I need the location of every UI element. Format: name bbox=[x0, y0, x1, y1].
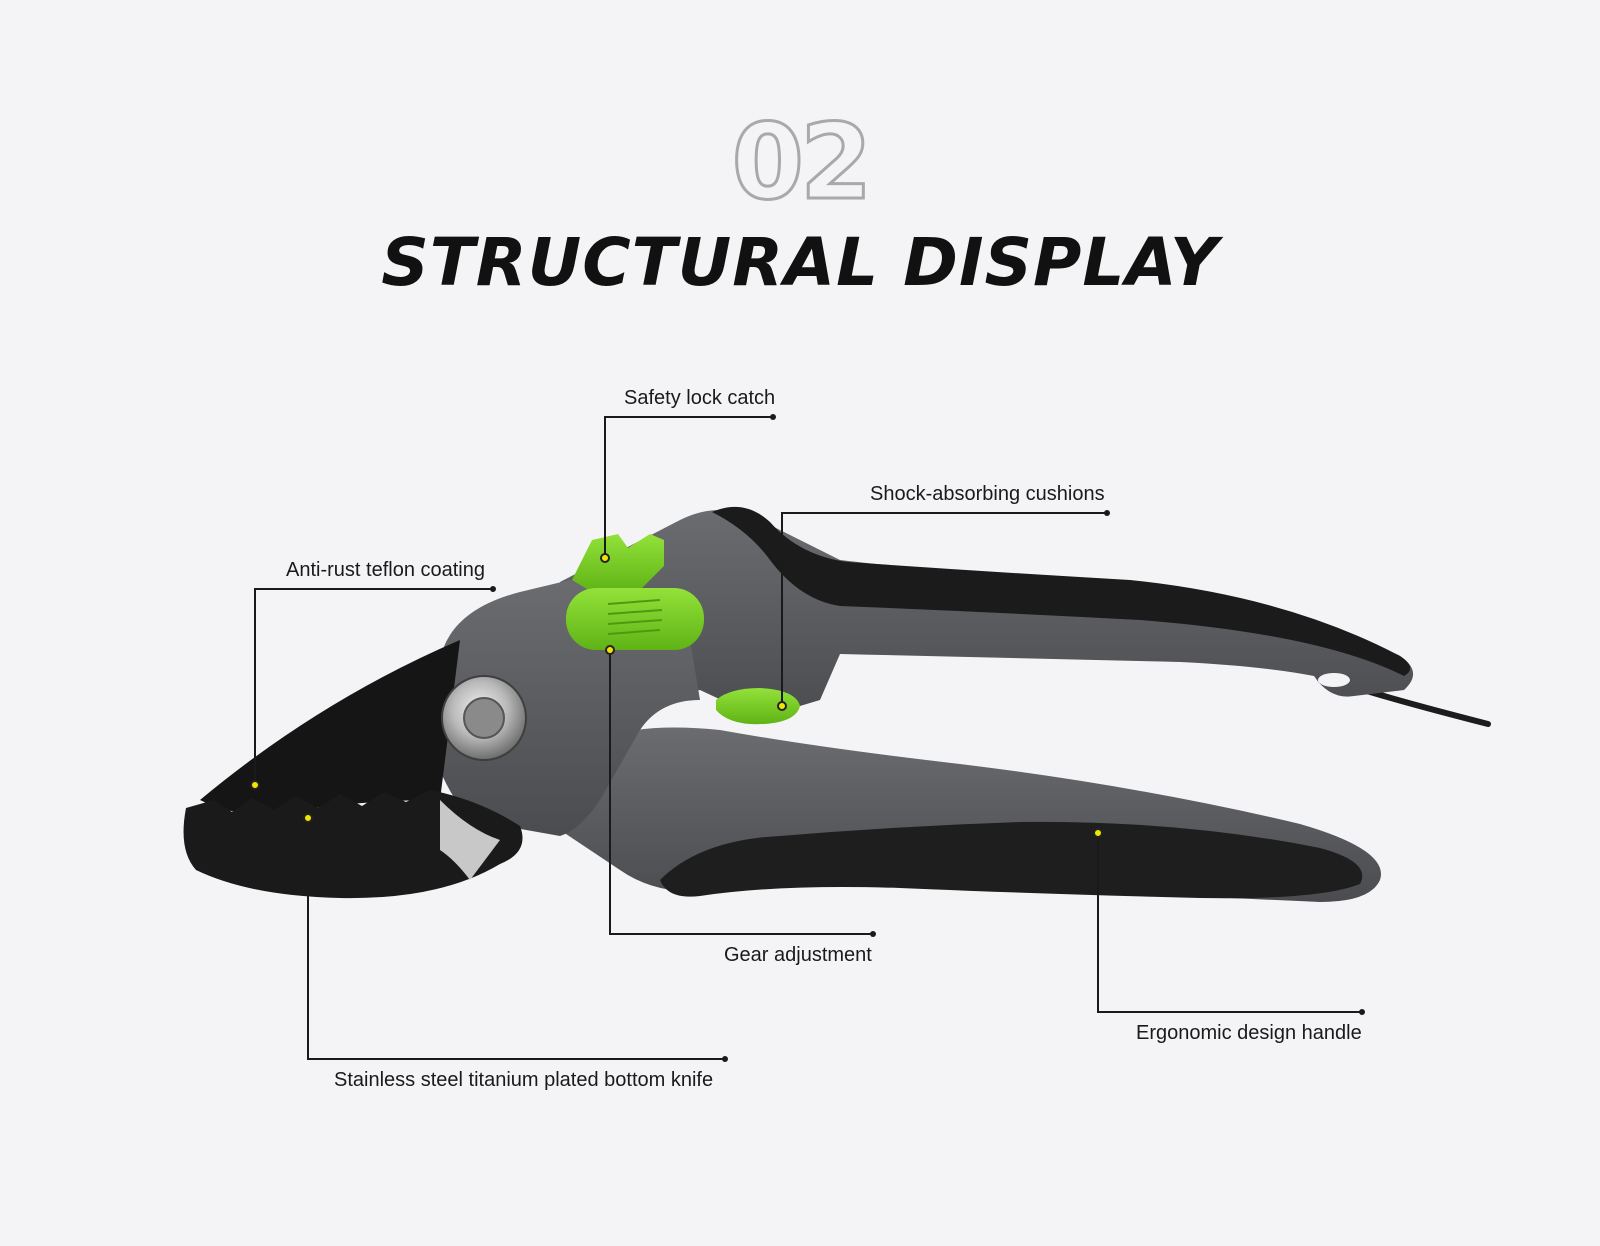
leader-end-dots bbox=[490, 414, 1365, 1062]
gear-adjustment-slider bbox=[566, 588, 704, 650]
leader-ergonomic-handle bbox=[1097, 833, 1362, 1013]
label-safety-lock-catch: Safety lock catch bbox=[624, 387, 776, 409]
leader-gear-adjustment bbox=[609, 650, 873, 935]
marker-anti-rust bbox=[250, 780, 260, 790]
label-ergonomic-design-handle: Ergonomic design handle bbox=[1136, 1022, 1362, 1044]
label-gear-adjustment: Gear adjustment bbox=[724, 944, 872, 966]
marker-gear-adjustment bbox=[605, 645, 615, 655]
marker-safety-lock bbox=[600, 553, 610, 563]
leader-shock-cushions bbox=[781, 512, 1107, 706]
leader-safety-lock bbox=[604, 416, 773, 558]
marker-shock-cushions bbox=[777, 701, 787, 711]
steel-edge bbox=[440, 800, 500, 880]
marker-dots bbox=[250, 553, 1103, 838]
marker-bottom-knife bbox=[303, 813, 313, 823]
label-shock-absorbing-cushions: Shock-absorbing cushions bbox=[870, 483, 1105, 505]
safety-lock-catch bbox=[572, 534, 664, 592]
leader-lines bbox=[254, 416, 1362, 1060]
slider-ridges bbox=[607, 599, 663, 635]
leader-bottom-knife bbox=[307, 818, 725, 1060]
bottom-knife bbox=[183, 790, 523, 899]
leader-anti-rust bbox=[254, 588, 493, 785]
section-number: 02 bbox=[730, 101, 874, 223]
page-title: STRUCTURAL DISPLAY bbox=[381, 224, 1219, 301]
pivot-bolt-inner bbox=[463, 697, 505, 739]
label-bottom-knife: Stainless steel titanium plated bottom k… bbox=[334, 1069, 714, 1091]
lanyard-hole bbox=[1318, 673, 1350, 687]
shock-cushion bbox=[716, 688, 800, 725]
upper-grip bbox=[712, 506, 1411, 676]
upper-blade bbox=[200, 640, 460, 815]
lower-grip bbox=[660, 821, 1363, 899]
label-anti-rust-teflon-coating: Anti-rust teflon coating bbox=[286, 559, 485, 581]
marker-ergonomic-handle bbox=[1093, 828, 1103, 838]
